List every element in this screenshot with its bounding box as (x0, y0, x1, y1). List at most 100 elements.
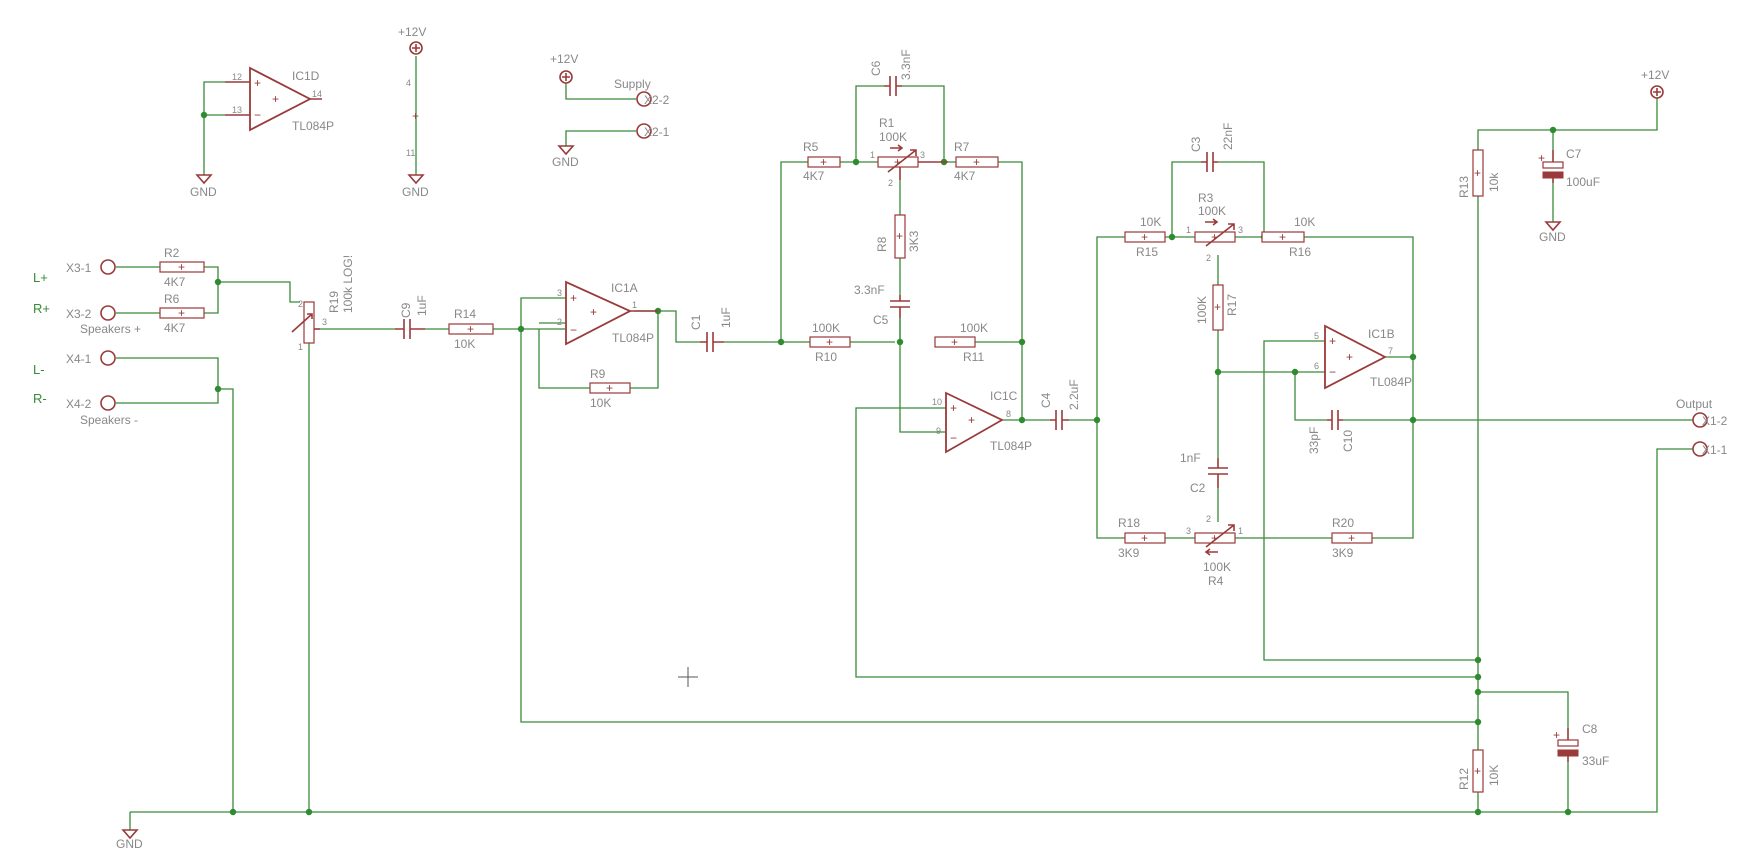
c4-name: C4 (1039, 392, 1053, 408)
r11-value: 100K (960, 321, 988, 335)
gnd-label-5: GND (116, 837, 143, 851)
svg-text:−: − (570, 323, 577, 337)
svg-text:+: + (820, 155, 827, 169)
r1-pin3: 3 (920, 150, 925, 160)
r15-name: R15 (1136, 245, 1158, 259)
r10-name: R10 (815, 350, 837, 364)
r20-value: 3K9 (1332, 546, 1354, 560)
r7-name: R7 (954, 140, 970, 154)
svg-text:+: + (1553, 728, 1560, 742)
r5-value: 4K7 (803, 169, 825, 183)
c10-value: 33pF (1307, 427, 1321, 454)
svg-text:+: + (950, 401, 957, 415)
crosshair-cursor-icon (678, 667, 698, 687)
svg-text:−: − (950, 431, 957, 445)
r13-name: R13 (1457, 176, 1471, 198)
c8-name: C8 (1582, 722, 1598, 736)
capacitors: C9 1uF C1 1uF C6 3.3nF 3.3nF C5 C4 2.2uF… (395, 49, 1609, 768)
r4-value: 100K (1203, 560, 1231, 574)
r14-value: 10K (454, 337, 475, 351)
svg-text:−: − (254, 108, 261, 122)
r17-value: 100K (1195, 296, 1209, 324)
svg-text:+: + (896, 229, 903, 243)
ic1d-opamp: + − + 12 13 14 IC1D TL084P (225, 66, 334, 133)
svg-text:+: + (467, 322, 474, 336)
ic1d-value: TL084P (292, 119, 334, 133)
r10-value: 100K (812, 321, 840, 335)
r12-value: 10K (1487, 765, 1501, 786)
gnd-label-2: GND (190, 185, 217, 199)
ic1d-pin-a: 12 (232, 72, 242, 82)
r4-pin1: 1 (1238, 526, 1243, 536)
svg-text:+: + (1279, 230, 1286, 244)
ic1b-pin-out: 7 (1388, 346, 1393, 356)
r14-name: R14 (454, 307, 476, 321)
ic1a-opamp: + − + 3 2 1 IC1A TL084P (557, 280, 658, 346)
svg-text:+: + (894, 155, 901, 169)
svg-text:+: + (272, 92, 279, 106)
supply-label: Supply (614, 77, 651, 91)
svg-text:+: + (1538, 151, 1545, 165)
ic1d-name: IC1D (292, 69, 320, 83)
r9-name: R9 (590, 367, 606, 381)
c5-name: C5 (873, 313, 889, 327)
gnd-label-3: GND (552, 155, 579, 169)
wires (116, 56, 1693, 830)
r16-name: R16 (1289, 245, 1311, 259)
c5-value: 3.3nF (854, 283, 885, 297)
c8-value: 33uF (1582, 754, 1609, 768)
r4-pin2: 2 (1206, 514, 1211, 524)
r2-value: 4K7 (164, 275, 186, 289)
r3-pin1: 1 (1186, 225, 1191, 235)
r11-name: R11 (963, 350, 984, 364)
c7-name: C7 (1566, 147, 1582, 161)
connectors: X3-1 X3-2 X4-1 X4-2 Speakers + Speakers … (33, 77, 1728, 457)
c2-value: 1nF (1180, 451, 1201, 465)
ic1c-opamp: + − + 10 9 8 IC1C TL084P (932, 389, 1032, 454)
x1-1-label: X1-1 (1702, 443, 1728, 457)
r19-pin3: 3 (322, 317, 327, 327)
c1-value: 1uF (719, 307, 733, 328)
ic1c-pin-a: 10 (932, 397, 942, 407)
r8-name: R8 (875, 236, 889, 252)
svg-text:+: + (1211, 230, 1218, 244)
c7-value: 100uF (1566, 175, 1600, 189)
r1-pin1: 1 (870, 150, 875, 160)
ic1b-value: TL084P (1370, 375, 1412, 389)
svg-text:+: + (178, 260, 185, 274)
x4-2-label: X4-2 (66, 397, 92, 411)
supply-pin-top: 4 (406, 78, 411, 88)
svg-text:+: + (973, 155, 980, 169)
ic1b-pin-a: 5 (1314, 331, 1319, 341)
x2-2-label: X2-2 (644, 93, 670, 107)
svg-text:+: + (951, 335, 958, 349)
junctions (200, 111, 1572, 816)
r3-name: R3 (1198, 191, 1214, 205)
svg-text:+: + (1346, 350, 1353, 364)
r16-value: 10K (1294, 215, 1315, 229)
svg-text:+: + (1211, 531, 1218, 545)
r8-value: 3K3 (907, 230, 921, 252)
r-plus-label: R+ (33, 301, 50, 316)
x2-1-label: X2-1 (644, 125, 670, 139)
r20-name: R20 (1332, 516, 1354, 530)
r18-value: 3K9 (1118, 546, 1140, 560)
svg-text:+: + (606, 381, 613, 395)
c9-value: 1uF (415, 295, 429, 316)
ic1a-pin-b: 2 (557, 317, 562, 327)
svg-text:+: + (1474, 764, 1481, 778)
c6-value: 3.3nF (899, 49, 913, 80)
c9-name: C9 (399, 302, 413, 318)
r4-name: R4 (1208, 574, 1224, 588)
ic1c-pin-b: 9 (936, 426, 941, 436)
svg-text:+: + (826, 335, 833, 349)
gnd-label-1: GND (402, 185, 429, 199)
r7-value: 4K7 (954, 169, 976, 183)
x3-1-label: X3-1 (66, 261, 92, 275)
svg-text:−: − (1329, 365, 1336, 379)
ic1d-pin-out: 14 (312, 89, 322, 99)
r6-name: R6 (164, 292, 180, 306)
r18-name: R18 (1118, 516, 1140, 530)
r3-pin3: 3 (1238, 225, 1243, 235)
ic1a-value: TL084P (612, 331, 654, 345)
